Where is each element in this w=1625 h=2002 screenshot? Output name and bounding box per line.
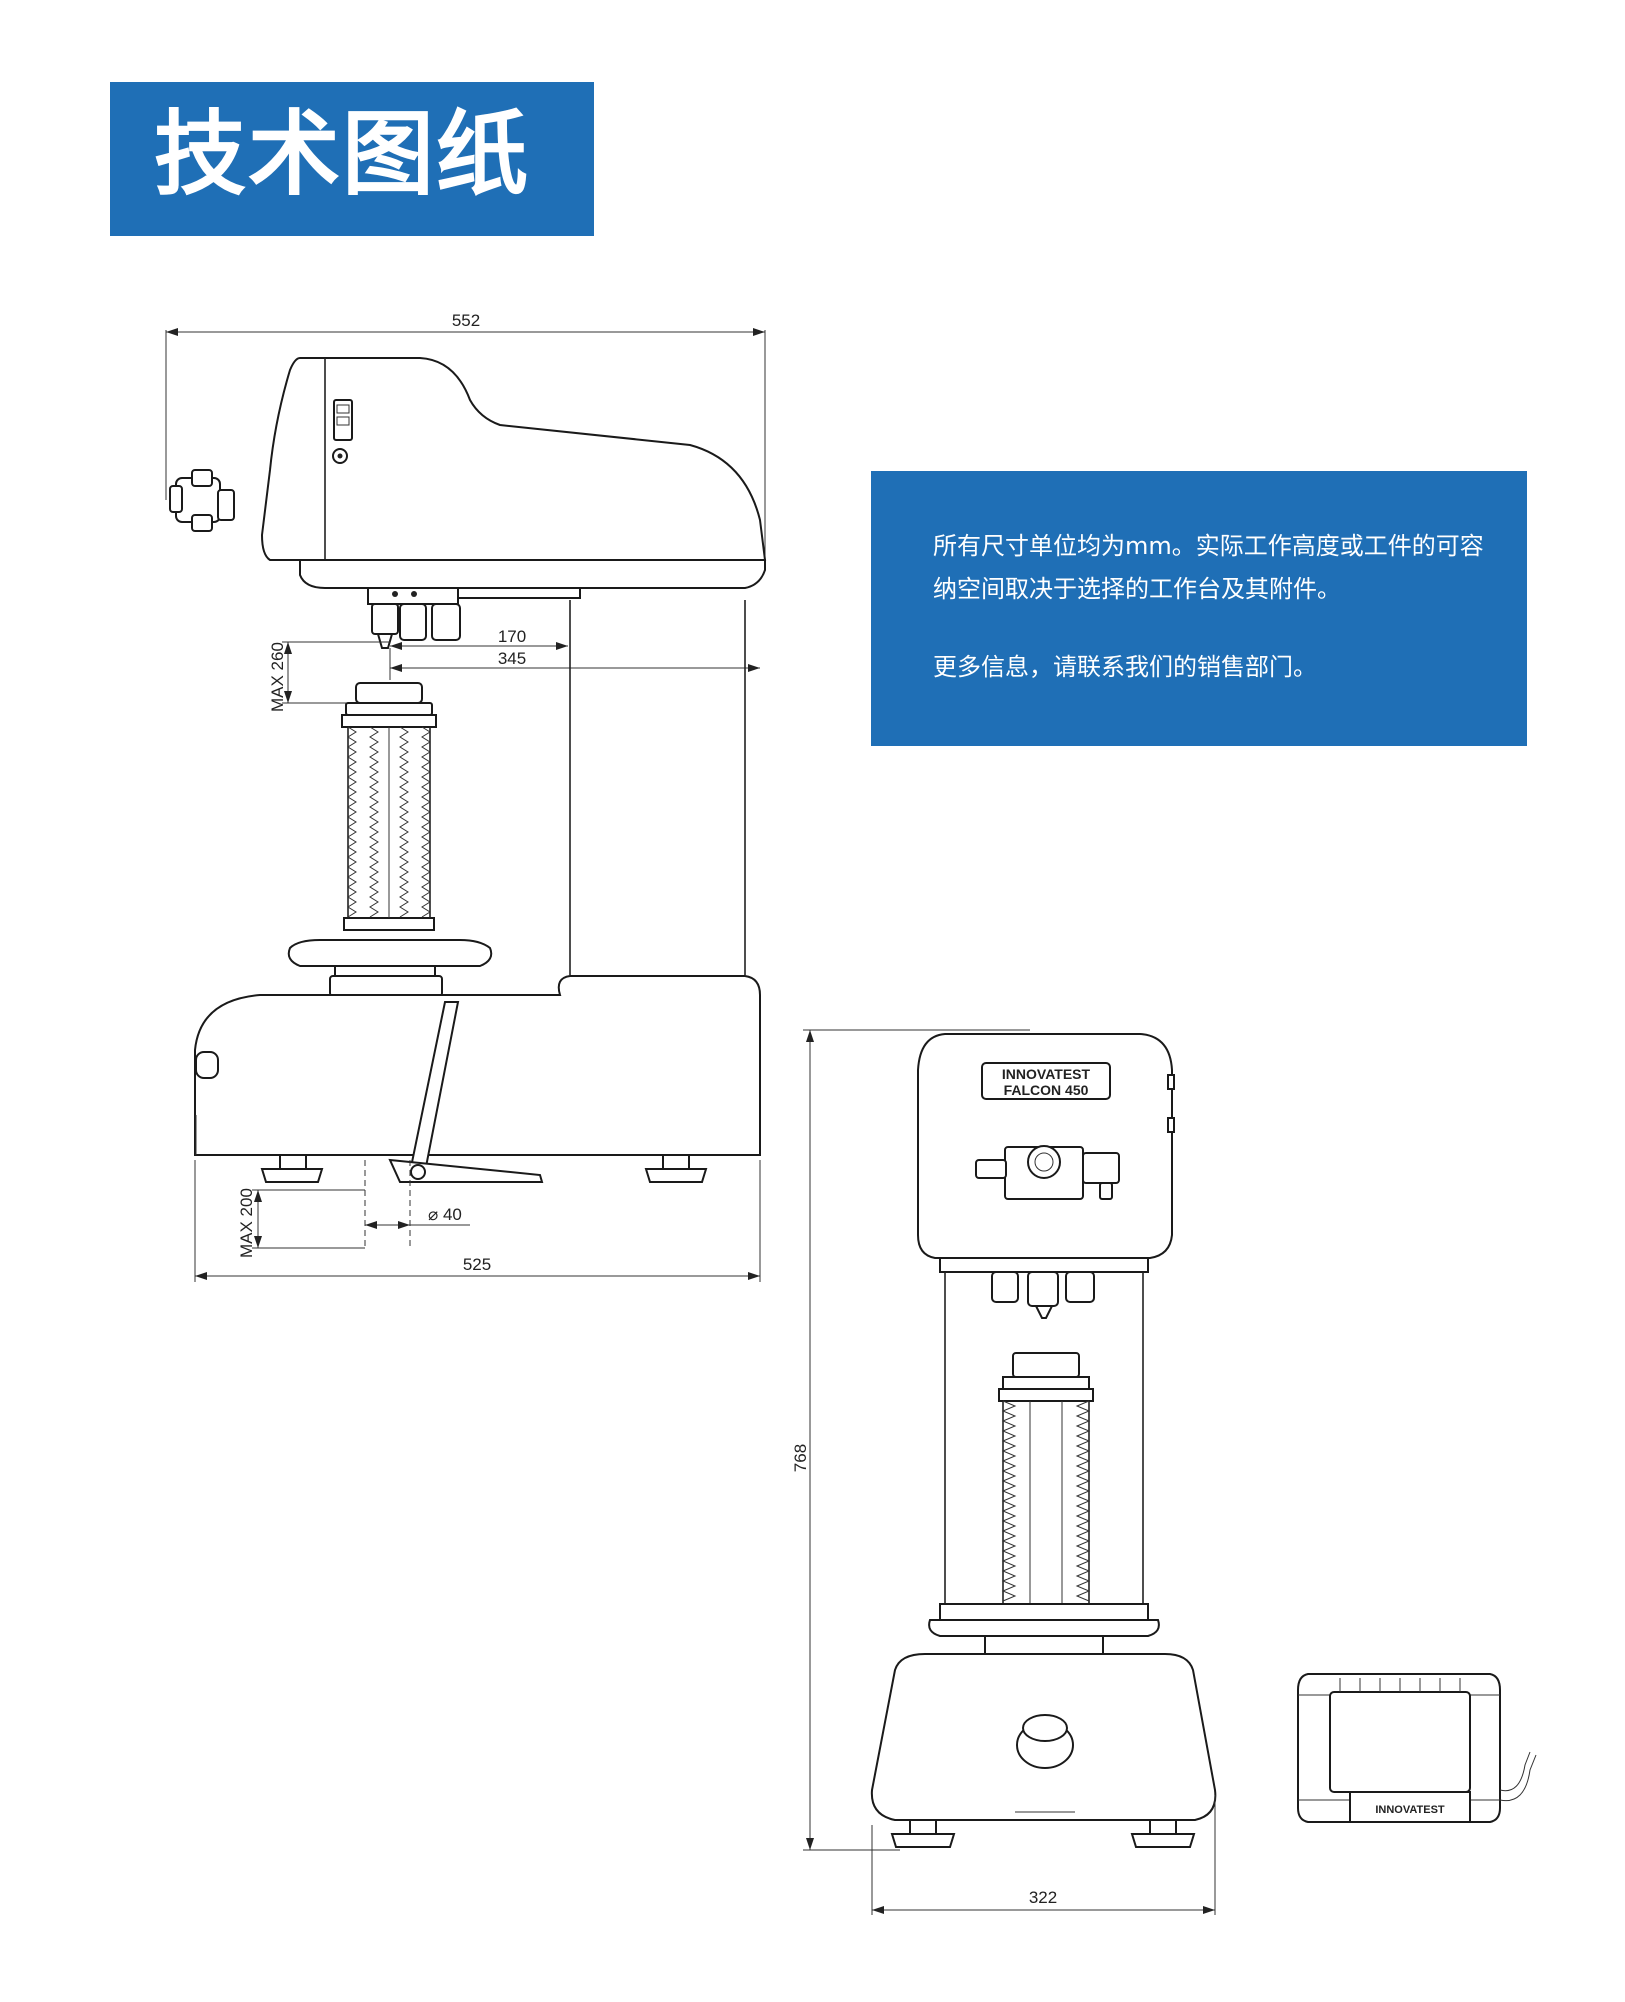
control-unit: INNOVATEST: [1297, 1673, 1537, 1823]
front-brand: INNOVATEST: [1002, 1066, 1091, 1082]
elevating-screw: [341, 714, 437, 931]
dim-front-width: 322: [1029, 1888, 1057, 1907]
info-contact-note: 更多信息，请联系我们的销售部门。: [933, 653, 1317, 681]
dim-max-260: MAX 260: [268, 642, 287, 712]
front-view: 768 INNOVATEST FALCON 450: [791, 1029, 1217, 1915]
side-knob: [169, 469, 235, 532]
dim-max-200: MAX 200: [237, 1188, 256, 1258]
info-panel: 所有尺寸单位均为mm。实际工作高度或工件的可容纳空间取决于选择的工作台及其附件。…: [871, 471, 1527, 746]
front-model: FALCON 450: [1004, 1082, 1089, 1098]
title-banner: 技术图纸: [110, 82, 594, 236]
page-title: 技术图纸: [154, 101, 531, 208]
dim-top-width: 552: [452, 311, 480, 330]
dim-height: 768: [791, 1444, 810, 1472]
control-unit-brand: INNOVATEST: [1375, 1804, 1445, 1816]
dim-reach-170: 170: [498, 627, 526, 646]
dim-reach-345: 345: [498, 649, 526, 668]
side-view: 552: [165, 311, 767, 1282]
dim-diameter: ⌀ 40: [428, 1205, 462, 1224]
info-dimensions-note: 所有尺寸单位均为mm。实际工作高度或工件的可容纳空间取决于选择的工作台及其附件。: [933, 532, 1484, 603]
indenter-turret: [367, 587, 581, 649]
dim-base-width: 525: [463, 1255, 491, 1274]
